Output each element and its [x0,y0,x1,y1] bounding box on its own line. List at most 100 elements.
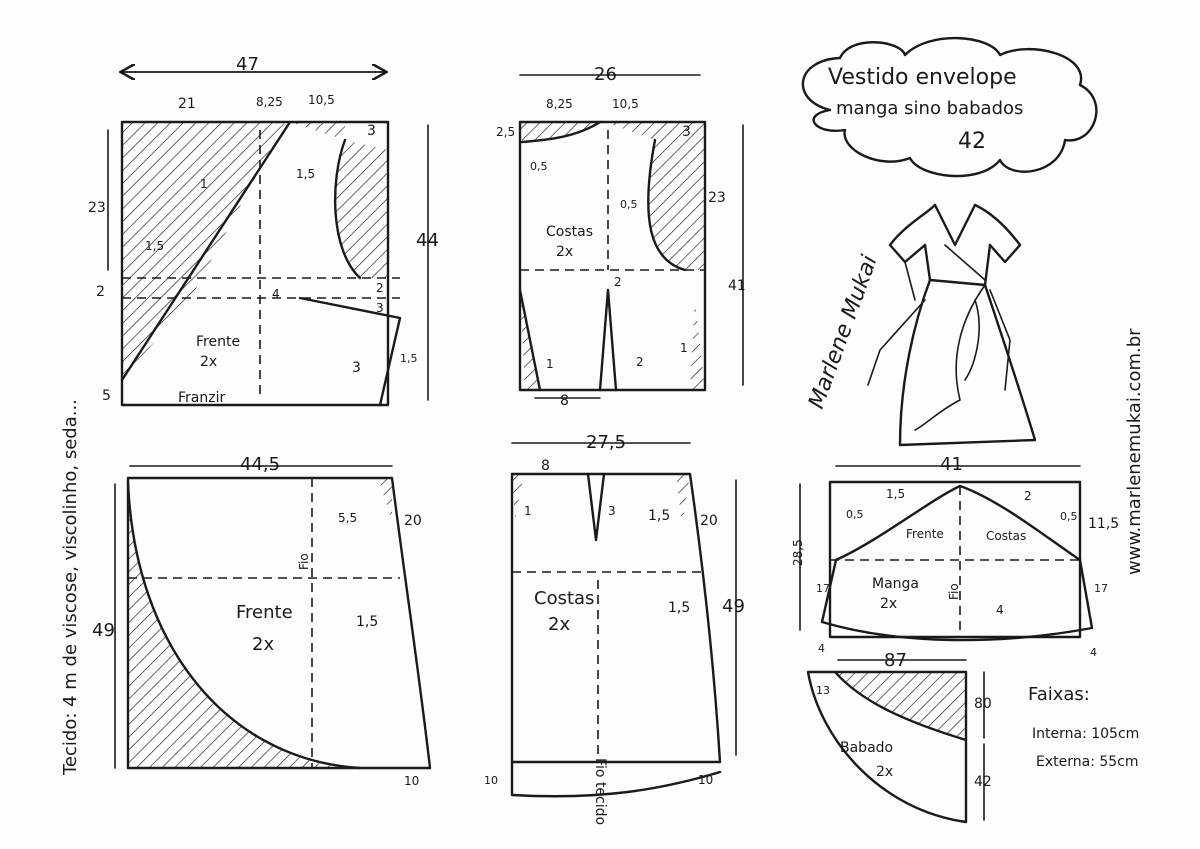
sl-m15: 1,5 [886,487,905,501]
bf-h2: 2 [96,284,105,300]
sk-w1: 8 [541,458,550,474]
sk-costas: Costas [534,588,594,609]
title-size: 42 [958,129,986,154]
bodice-front: 47 21 8,25 10,5 3 23 2 5 44 1 1,5 1,5 4 … [88,54,439,407]
sk-fio-tecido: Fio tecido [592,758,608,825]
fabric-note: Tecido: 4 m de viscose, viscolinho, seda… [60,399,81,776]
sl-fio: Fio [947,583,961,600]
bb-bottom: 8 [560,393,569,409]
sl-r17: 17 [1094,582,1108,595]
sl-2x: 2x [880,596,897,612]
bf-width: 47 [236,54,259,75]
bb-right: 3 [682,124,691,140]
rf-babado: Babado [840,740,893,756]
website: www.marlenemukai.com.br [1124,328,1145,575]
sk-m15a: 1,5 [648,508,670,524]
bb-w2: 10,5 [612,97,639,111]
sf-fio: Fio [297,553,311,570]
bf-right: 3 [367,123,376,139]
sl-l17: 17 [816,582,830,595]
bb-2x: 2x [556,244,573,260]
sl-m05b: 0,5 [1060,510,1078,523]
rf-h2: 42 [974,774,992,790]
signature: Marlene Mukai [804,252,883,412]
bf-w2: 8,25 [256,95,283,109]
bf-m1: 1 [200,177,208,191]
title-line1: Vestido envelope [828,65,1017,90]
bf-hbottom: 5 [102,388,111,404]
bf-m15b: 1,5 [296,167,315,181]
bb-m05b: 0,5 [620,198,638,211]
bands-title: Faixas: [1028,684,1090,705]
rf-2x: 2x [876,764,893,780]
bf-m15a: 1,5 [145,239,164,253]
sf-m55: 5,5 [338,511,357,525]
bf-w3: 10,5 [308,93,335,107]
sk-bl: 10 [484,774,498,787]
bands-internal: Interna: 105cm [1032,726,1139,742]
bf-m15c: 1,5 [400,352,418,365]
sl-lh: 28,5 [791,539,805,566]
bf-frente: Frente [196,334,240,350]
rf-h1: 80 [974,696,992,712]
bf-w1: 21 [178,96,196,112]
bb-height: 41 [728,278,746,294]
sf-bottom: 10 [404,774,419,788]
bf-m3b: 3 [352,360,361,376]
rf-m13: 13 [816,684,830,697]
sl-m2: 2 [1024,489,1032,503]
title-line2: manga sino babados [836,98,1023,119]
bb-costas: Costas [546,224,593,240]
dress-sketch [867,203,1037,447]
title-cloud: Vestido envelope manga sino babados 42 [801,36,1098,178]
bf-m2: 2 [376,281,384,295]
bf-m4: 4 [272,287,280,301]
sl-bl: 4 [818,642,825,655]
sleeve: 41 1,5 2 0,5 0,5 11,5 28,5 17 17 4 4 4 F… [791,454,1119,659]
sk-2x: 2x [548,614,570,635]
bb-m1a: 1 [546,357,554,371]
bb-m2a: 2 [614,275,622,289]
sl-manga: Manga [872,576,919,592]
sl-frente: Frente [906,527,944,541]
bb-left: 2,5 [496,125,515,139]
bands-external: Externa: 55cm [1036,754,1139,770]
bf-franzir: Franzir [178,390,225,406]
sl-rh: 11,5 [1088,516,1119,532]
sl-m05a: 0,5 [846,508,864,521]
bb-w1: 8,25 [546,97,573,111]
sf-frente: Frente [236,602,293,623]
bands-note: Faixas: Interna: 105cm Externa: 55cm [1028,684,1139,770]
sl-width: 41 [940,454,963,475]
sk-h1: 20 [700,513,718,529]
sf-h1: 20 [404,513,422,529]
skirt-front: 44,5 5,5 20 49 1,5 10 Fio Frente 2x [92,454,432,788]
sk-m3: 3 [608,504,616,518]
sf-width: 44,5 [240,454,280,475]
sk-br: 10 [698,773,713,787]
bb-m05a: 0,5 [530,160,548,173]
bb-h1: 23 [708,190,726,206]
ruffle: 87 13 80 42 Babado 2x [806,650,992,824]
sl-br: 4 [1090,646,1097,659]
sl-costas: Costas [986,529,1026,543]
bb-m2b: 2 [636,355,644,369]
rf-width: 87 [884,650,907,671]
sl-m4: 4 [996,603,1004,617]
bf-2x: 2x [200,354,217,370]
skirt-back: 27,5 8 1 3 1,5 20 1,5 49 10 10 Costas 2x… [484,432,745,825]
sf-2x: 2x [252,634,274,655]
bf-height: 44 [416,230,439,251]
sk-m1: 1 [524,504,532,518]
sf-height: 49 [92,620,115,641]
bb-m1b: 1 [680,341,688,355]
sf-m15: 1,5 [356,614,378,630]
bf-h1: 23 [88,200,106,216]
sk-m15b: 1,5 [668,600,690,616]
bf-m3a: 3 [376,301,384,315]
sk-width: 27,5 [586,432,626,453]
sk-height: 49 [722,596,745,617]
bodice-back: 26 8,25 10,5 3 2,5 0,5 0,5 23 41 2 1 2 1… [496,64,746,409]
